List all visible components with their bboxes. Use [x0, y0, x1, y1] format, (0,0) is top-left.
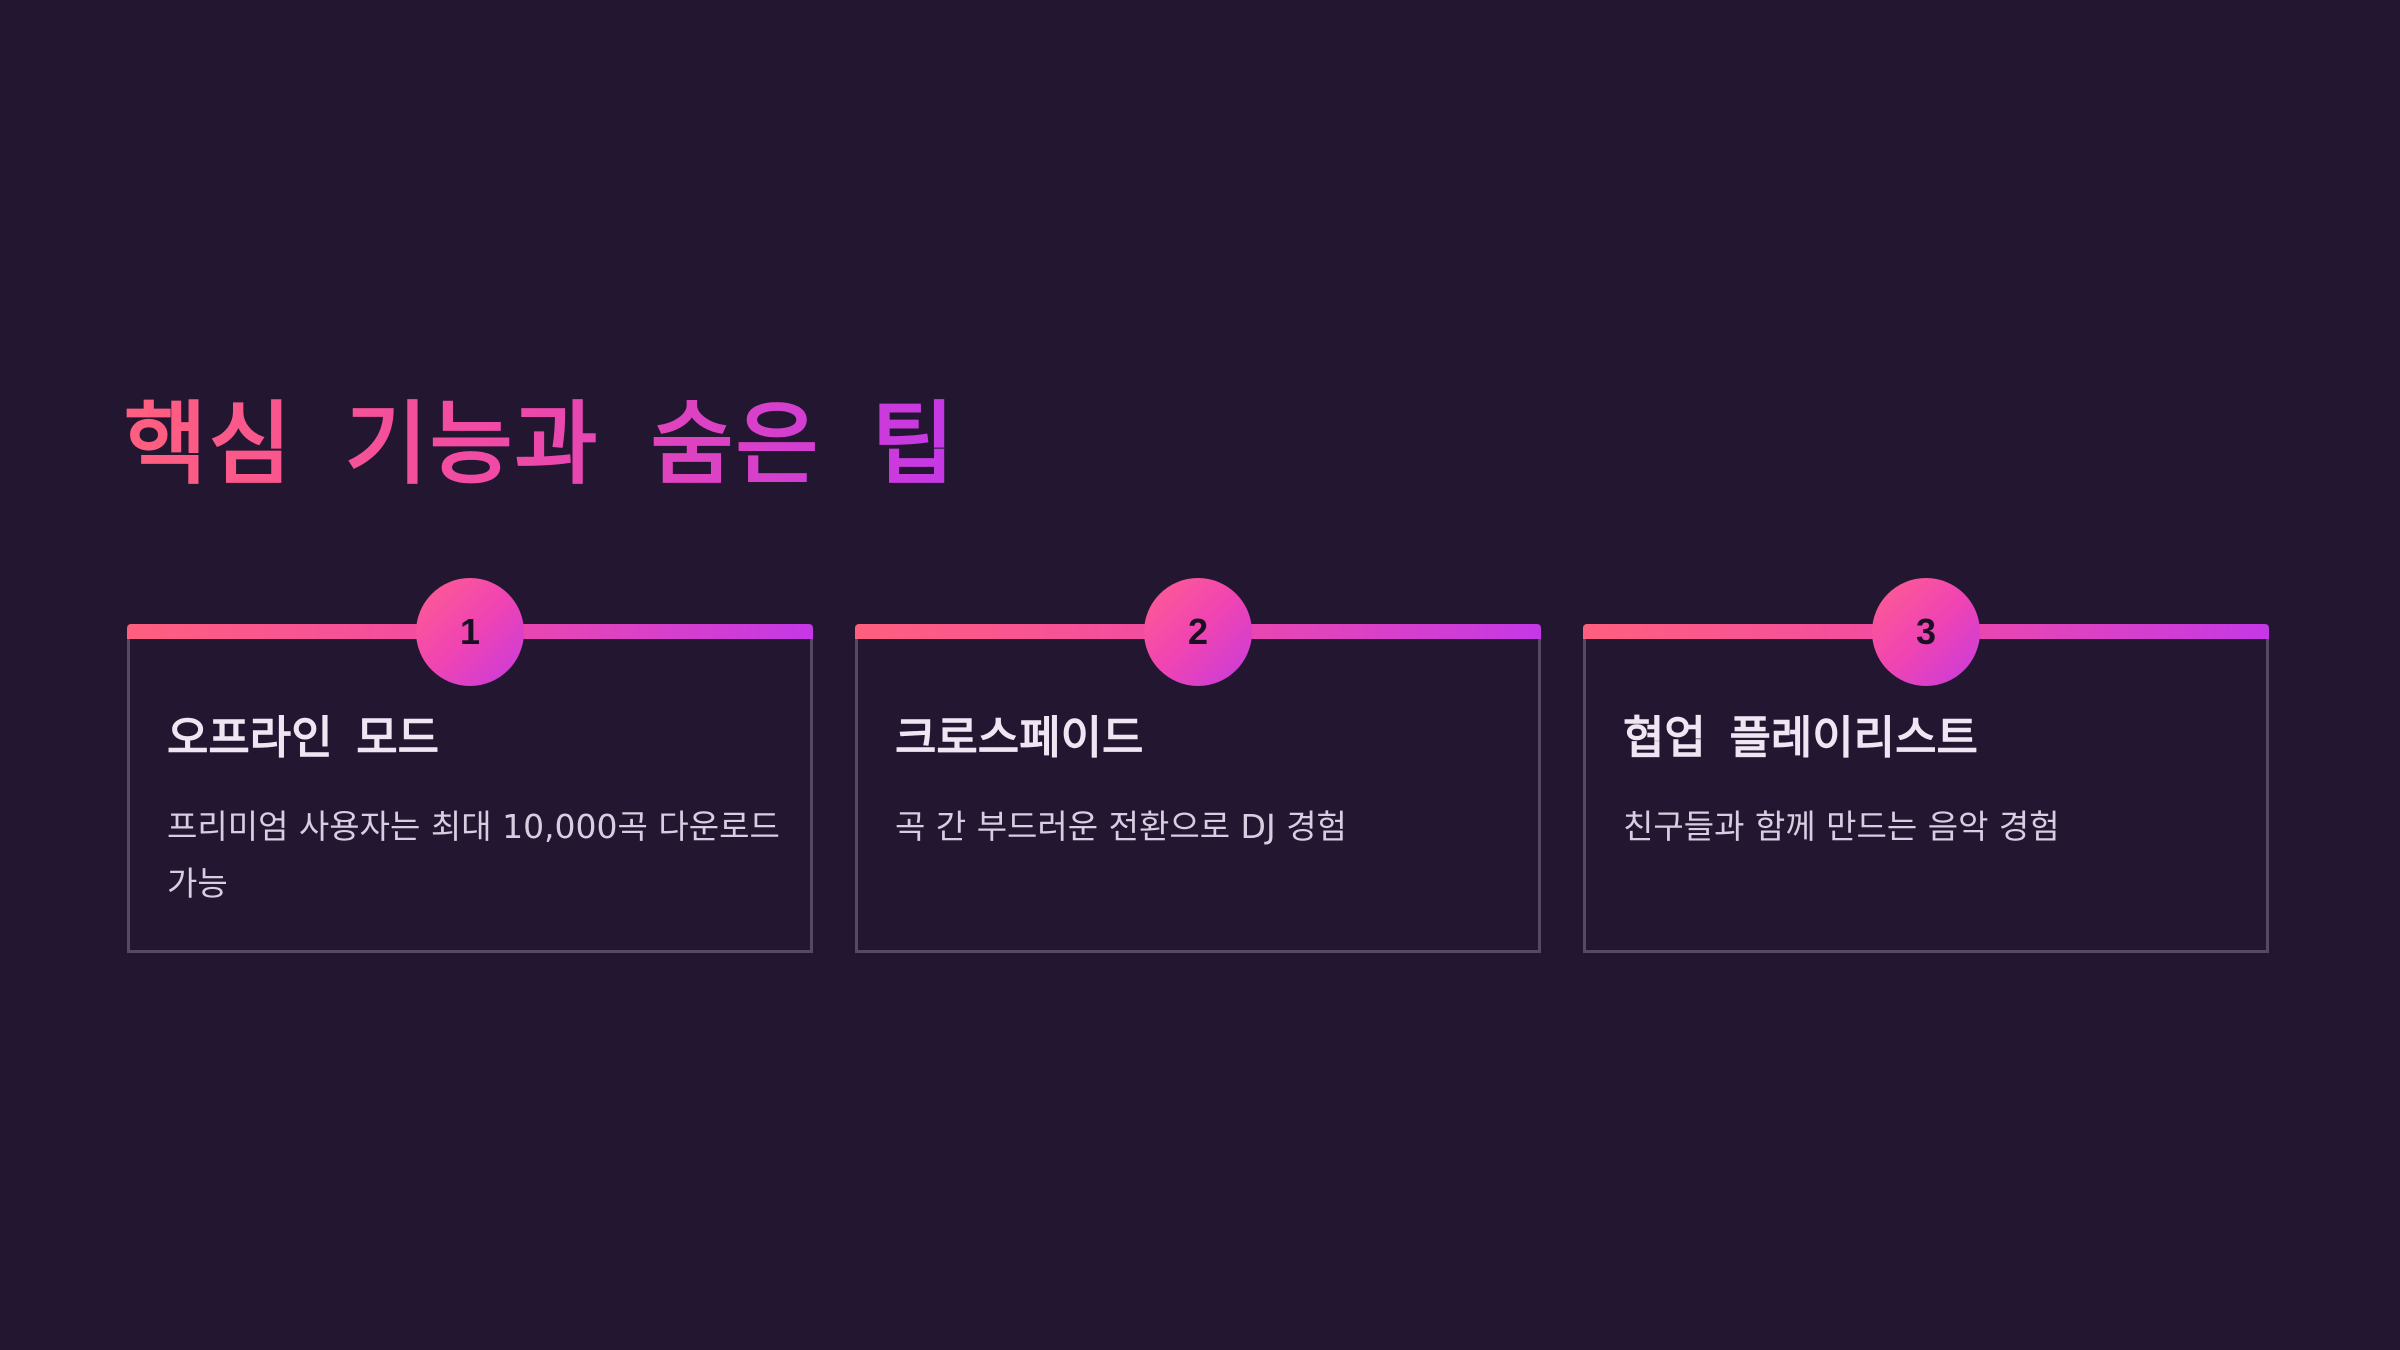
step-number-badge: 3	[1872, 578, 1980, 686]
card-title: 크로스페이드	[895, 711, 1144, 764]
step-number-badge: 1	[416, 578, 524, 686]
card-description: 친구들과 함께 만드는 음악 경험	[1623, 807, 2060, 846]
card-description: 곡 간 부드러운 전환으로 DJ 경험	[895, 807, 1347, 846]
feature-card-3: 3 협업 플레이리스트 친구들과 함께 만드는 음악 경험	[1583, 578, 2269, 953]
card-title: 오프라인 모드	[167, 711, 440, 764]
slide-title: 핵심 기능과 숨은 팁	[124, 385, 956, 505]
card-description: 프리미엄 사용자는 최대 10,000곡 다운로드 가능	[167, 807, 780, 903]
step-number-badge: 2	[1144, 578, 1252, 686]
feature-card-1: 1 오프라인 모드 프리미엄 사용자는 최대 10,000곡 다운로드 가능	[127, 578, 813, 953]
feature-card-2: 2 크로스페이드 곡 간 부드러운 전환으로 DJ 경험	[855, 578, 1541, 953]
card-title: 협업 플레이리스트	[1623, 711, 1978, 764]
